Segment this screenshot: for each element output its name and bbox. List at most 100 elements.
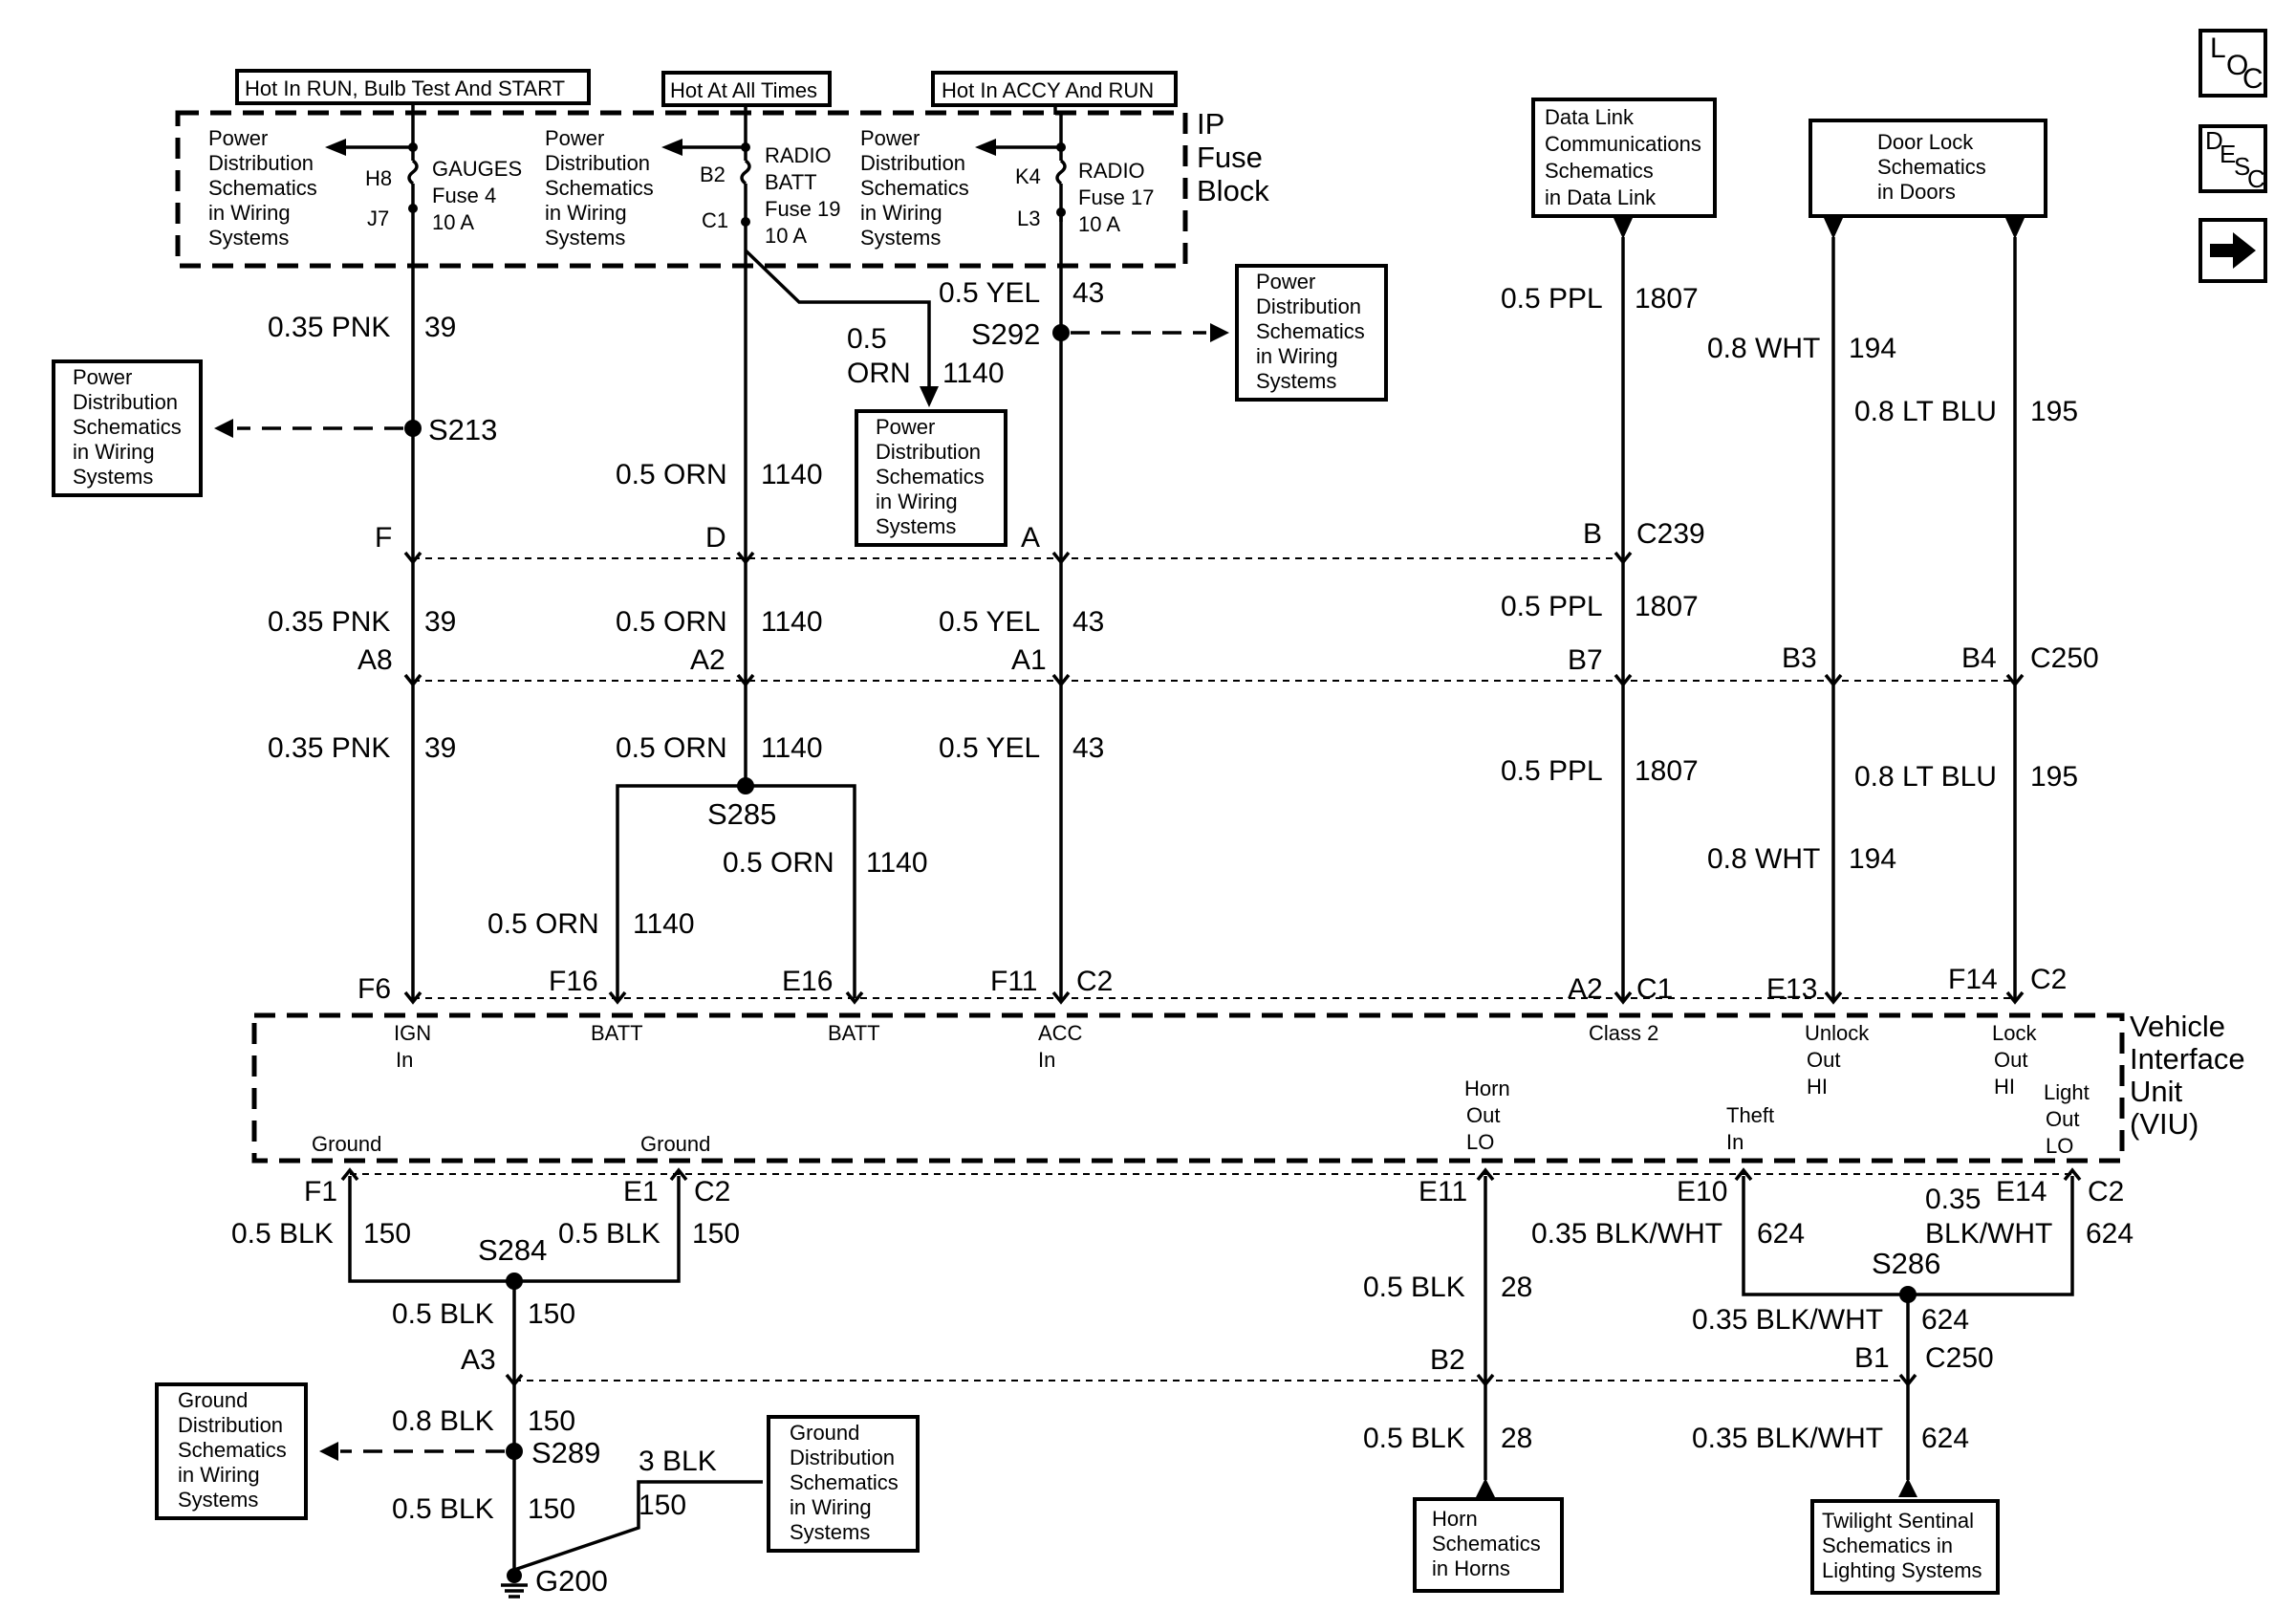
svg-text:1140: 1140 <box>633 908 695 940</box>
svg-text:Communications: Communications <box>1545 132 1701 156</box>
svg-text:Horn: Horn <box>1464 1077 1510 1100</box>
svg-text:Power: Power <box>208 126 268 150</box>
ref-box-door-lock[interactable]: Door Lock Schematics in Doors <box>1809 119 2047 218</box>
svg-text:43: 43 <box>1072 732 1104 764</box>
svg-text:Systems: Systems <box>876 514 956 538</box>
svg-text:0.5: 0.5 <box>847 323 887 355</box>
svg-text:Systems: Systems <box>545 226 625 250</box>
svg-text:Distribution: Distribution <box>860 151 965 175</box>
svg-text:0.35: 0.35 <box>1925 1184 1981 1215</box>
svg-text:Schematics: Schematics <box>876 465 985 489</box>
svg-text:S286: S286 <box>1872 1247 1940 1280</box>
svg-text:0.5 PPL: 0.5 PPL <box>1501 283 1603 315</box>
vehicle-interface-unit: Vehicle Interface Unit (VIU) IGN In BATT… <box>251 1010 2245 1164</box>
ref-box-power-dist-right[interactable]: Power Distribution Schematics in Wiring … <box>1235 264 1388 402</box>
svg-text:E14: E14 <box>1996 1176 2047 1208</box>
loc-button[interactable]: L O C <box>2199 29 2267 98</box>
svg-text:BATT: BATT <box>828 1021 880 1045</box>
svg-text:C250: C250 <box>2030 642 2099 674</box>
svg-text:HI: HI <box>1994 1075 2015 1099</box>
svg-text:S213: S213 <box>428 413 497 446</box>
svg-text:D: D <box>705 522 726 554</box>
svg-text:F11: F11 <box>990 966 1037 997</box>
ref-box-ground-dist-right[interactable]: Ground Distribution Schematics in Wiring… <box>767 1415 920 1553</box>
ref-box-ground-dist-left[interactable]: Ground Distribution Schematics in Wiring… <box>155 1382 308 1520</box>
ref-box-power-dist-middle[interactable]: Power Distribution Schematics in Wiring … <box>855 409 1007 547</box>
svg-text:Ground: Ground <box>640 1132 710 1156</box>
svg-text:Horn: Horn <box>1432 1507 1478 1531</box>
next-page-button[interactable] <box>2199 218 2267 283</box>
svg-text:In: In <box>396 1048 413 1072</box>
svg-text:0.8 WHT: 0.8 WHT <box>1707 843 1820 875</box>
svg-text:Systems: Systems <box>73 465 153 489</box>
ip-fuse-block: IP Fuse Block Hot In RUN, Bulb Test And … <box>175 69 1269 269</box>
svg-text:Class 2: Class 2 <box>1589 1021 1658 1045</box>
svg-text:0.5 PPL: 0.5 PPL <box>1501 755 1603 787</box>
svg-text:Out: Out <box>1807 1048 1840 1072</box>
svg-text:Unlock: Unlock <box>1805 1021 1870 1045</box>
splice-s289 <box>506 1443 523 1460</box>
svg-text:3 BLK: 3 BLK <box>639 1446 717 1477</box>
svg-text:O: O <box>2226 50 2248 81</box>
gauges-fuse-4: H8 J7 GAUGES Fuse 4 10 A Power Distribut… <box>208 115 522 250</box>
svg-text:in Doors: in Doors <box>1877 180 1956 204</box>
svg-text:1140: 1140 <box>866 847 928 879</box>
svg-text:B1: B1 <box>1854 1342 1890 1374</box>
svg-text:E13: E13 <box>1766 973 1817 1005</box>
svg-text:BLK/WHT: BLK/WHT <box>1925 1218 2052 1250</box>
svg-text:Interface: Interface <box>2130 1042 2245 1076</box>
svg-text:195: 195 <box>2030 761 2078 793</box>
svg-text:Theft: Theft <box>1726 1103 1774 1127</box>
svg-text:GAUGES: GAUGES <box>432 157 522 181</box>
svg-text:in Wiring: in Wiring <box>1256 344 1338 368</box>
svg-text:Power: Power <box>545 126 604 150</box>
svg-text:0.5 BLK: 0.5 BLK <box>558 1218 661 1250</box>
ref-box-horn[interactable]: Horn Schematics in Horns <box>1413 1497 1564 1593</box>
circuit-195-wire: 0.8 LT BLU 195 0.8 LT BLU 195 <box>1854 218 2078 1000</box>
splice-s213 <box>404 420 422 437</box>
svg-text:L3: L3 <box>1017 207 1040 230</box>
svg-text:Distribution: Distribution <box>790 1446 895 1469</box>
ref-box-power-dist-left[interactable]: Power Distribution Schematics in Wiring … <box>52 359 203 497</box>
svg-text:Ground: Ground <box>178 1388 248 1412</box>
svg-text:Distribution: Distribution <box>876 440 981 464</box>
svg-text:Distribution: Distribution <box>178 1413 283 1437</box>
svg-text:624: 624 <box>2086 1218 2134 1250</box>
svg-text:C250: C250 <box>1925 1342 1994 1374</box>
svg-text:E10: E10 <box>1677 1176 1727 1208</box>
svg-text:Distribution: Distribution <box>545 151 650 175</box>
svg-text:in Horns: in Horns <box>1432 1556 1510 1580</box>
svg-text:0.8 LT BLU: 0.8 LT BLU <box>1854 396 1997 427</box>
connector-c239: F D A B C239 <box>375 518 1705 565</box>
ref-box-data-link[interactable]: Data Link Communications Schematics in D… <box>1531 98 1717 218</box>
circuit-194-wire: 0.8 WHT 194 0.8 WHT 194 <box>1707 218 1896 1000</box>
svg-text:Schematics: Schematics <box>1545 159 1654 183</box>
circuit-150-ground-wire: S284 0.5 BLK 150 0.5 BLK 150 0.5 BLK 150… <box>231 1176 1908 1599</box>
svg-text:Fuse 4: Fuse 4 <box>432 184 496 207</box>
svg-text:C2: C2 <box>694 1176 730 1208</box>
svg-text:Schematics: Schematics <box>860 176 969 200</box>
svg-text:Schematics: Schematics <box>73 415 182 439</box>
svg-text:E16: E16 <box>782 966 833 997</box>
svg-text:10 A: 10 A <box>765 224 807 248</box>
svg-text:0.5 BLK: 0.5 BLK <box>392 1298 494 1330</box>
svg-text:0.5 PPL: 0.5 PPL <box>1501 591 1603 622</box>
svg-text:in Wiring: in Wiring <box>790 1495 872 1519</box>
desc-button[interactable]: D E S C <box>2199 124 2267 193</box>
svg-text:150: 150 <box>528 1405 575 1437</box>
svg-text:ACC: ACC <box>1038 1021 1083 1045</box>
svg-text:10 A: 10 A <box>1078 212 1120 236</box>
svg-text:150: 150 <box>363 1218 411 1250</box>
svg-text:in Wiring: in Wiring <box>545 201 627 225</box>
svg-text:A: A <box>1021 522 1040 554</box>
svg-text:0.35 BLK/WHT: 0.35 BLK/WHT <box>1692 1423 1883 1454</box>
svg-text:0.5 YEL: 0.5 YEL <box>939 277 1040 309</box>
svg-text:Systems: Systems <box>208 226 289 250</box>
svg-text:F6: F6 <box>357 973 391 1005</box>
connector-viu-bottom: F1 E1 C2 E11 E10 E14 C2 <box>304 1167 2124 1208</box>
svg-text:0.35 BLK/WHT: 0.35 BLK/WHT <box>1692 1304 1883 1336</box>
svg-text:RADIO: RADIO <box>765 143 832 167</box>
svg-text:0.5 BLK: 0.5 BLK <box>1363 1423 1465 1454</box>
ref-box-twilight[interactable]: Twilight Sentinal Schematics in Lighting… <box>1810 1499 2000 1595</box>
svg-text:In: In <box>1038 1048 1055 1072</box>
